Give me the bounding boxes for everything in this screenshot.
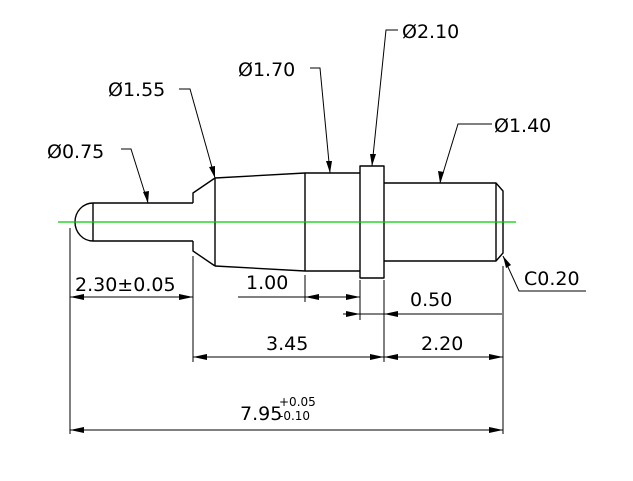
dim-050-text: 0.50 bbox=[410, 289, 452, 311]
dim-050-arrow-right bbox=[384, 311, 398, 317]
leader-d155-arrow bbox=[209, 166, 215, 178]
dim-tip-arrow-right bbox=[179, 294, 193, 300]
body-bottom-edge bbox=[214, 265, 306, 272]
dim-050-arrow-left bbox=[346, 311, 360, 317]
leader-d210 bbox=[371, 29, 398, 167]
dim-tip-length-text: 2.30±0.05 bbox=[75, 274, 176, 296]
leader-d140 bbox=[439, 123, 492, 184]
leader-d170 bbox=[310, 67, 331, 174]
dim-total-tol-minus: -0.10 bbox=[279, 409, 310, 423]
dim-total-tol-plus: +0.05 bbox=[279, 395, 316, 409]
label-d210: Ø2.10 bbox=[402, 21, 459, 43]
label-d170: Ø1.70 bbox=[238, 59, 295, 81]
leader-chamfer bbox=[502, 255, 586, 292]
dim-total-arrow-left bbox=[70, 427, 84, 433]
dim-tip-arrow-left bbox=[70, 294, 84, 300]
extension-lines bbox=[69, 228, 504, 434]
leader-d210-arrow bbox=[370, 154, 376, 166]
dim-100-arrow-right bbox=[346, 294, 360, 300]
label-d075: Ø0.75 bbox=[47, 141, 104, 163]
dim-220-text: 2.20 bbox=[421, 333, 463, 355]
dim-total-text: 7.95 bbox=[240, 403, 282, 425]
dim-total-arrow-right bbox=[489, 427, 503, 433]
dim-345-arrow-left bbox=[193, 354, 207, 360]
dim-345-text: 3.45 bbox=[266, 333, 308, 355]
leader-chamfer-arrow bbox=[503, 256, 511, 268]
leader-d140-arrow bbox=[438, 171, 444, 183]
dim-345-arrow-right bbox=[370, 354, 384, 360]
label-d155: Ø1.55 bbox=[108, 79, 165, 101]
leader-d075 bbox=[121, 148, 149, 204]
dim-100-arrow-left bbox=[305, 294, 319, 300]
dim-100-text: 1.00 bbox=[246, 272, 288, 294]
label-chamfer: C0.20 bbox=[524, 268, 580, 290]
linear-dimensions: 2.30±0.05 1.00 0.50 3.45 2.20 7.95 +0.05… bbox=[70, 272, 503, 433]
leader-d075-arrow bbox=[143, 191, 149, 203]
dim-220-arrow-left bbox=[384, 354, 398, 360]
leader-d170-arrow bbox=[326, 161, 332, 173]
body-top-edge bbox=[214, 172, 306, 179]
label-d140: Ø1.40 bbox=[494, 115, 551, 137]
dim-220-arrow-right bbox=[489, 354, 503, 360]
diameter-leaders: Ø0.75 Ø1.55 Ø1.70 Ø2.10 Ø1.40 C0.20 bbox=[47, 21, 586, 292]
leader-d155 bbox=[179, 88, 216, 179]
cone-chamfer bbox=[192, 177, 216, 267]
